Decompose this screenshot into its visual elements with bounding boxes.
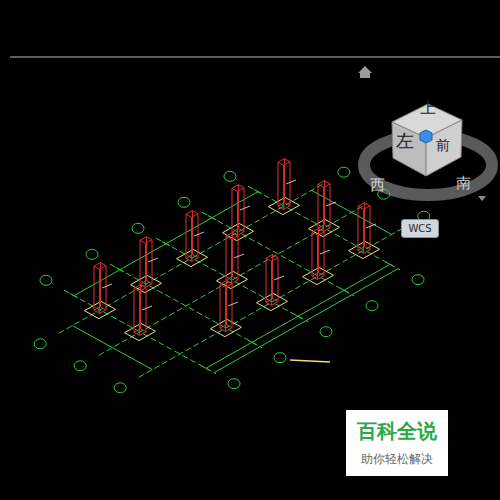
cube-face-top: 上 bbox=[420, 100, 436, 116]
wcs-button: WCS bbox=[401, 219, 439, 238]
home-icon bbox=[358, 66, 372, 78]
node-subtitle: 助你轻松解决 bbox=[357, 451, 437, 468]
compass-west: 西 bbox=[370, 178, 385, 193]
foundation-plan bbox=[34, 159, 430, 393]
node-title: 百科全说 bbox=[357, 418, 437, 445]
watermark-badge: 百科全说助你轻松解决 bbox=[346, 410, 448, 476]
cube-face-front: 前 bbox=[436, 138, 450, 152]
toolbar-line bbox=[10, 57, 500, 58]
node-title: WCS bbox=[408, 223, 432, 234]
cube-face-left: 左 bbox=[396, 132, 414, 150]
compass-south: 南 bbox=[456, 176, 471, 191]
view-cube bbox=[364, 104, 492, 201]
